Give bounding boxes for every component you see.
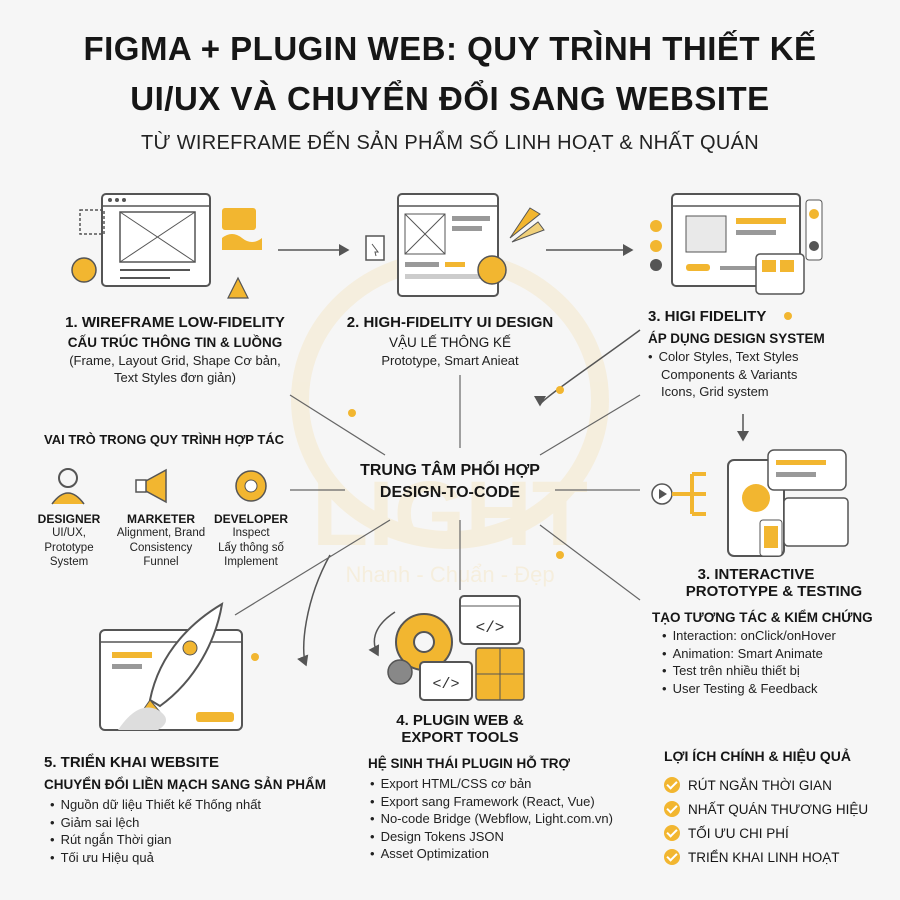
- step1-title: 1. WIREFRAME LOW-FIDELITY: [65, 314, 285, 331]
- step3b-title-line1: 3. INTERACTIVE: [697, 566, 815, 583]
- wireframe-illustration: [71, 193, 262, 299]
- role-developer-desc: Inspect: [232, 527, 270, 539]
- benefit-label: TRIỂN KHAI LINH HOẠT: [688, 849, 840, 865]
- roles-heading: VAI TRÒ TRONG QUY TRÌNH HỢP TÁC: [44, 432, 285, 447]
- page-title-line2: UI/UX VÀ CHUYỂN ĐỔI SANG WEBSITE: [130, 80, 770, 117]
- list-item: Export HTML/CSS cơ bản: [370, 775, 658, 793]
- check-icon: [664, 849, 680, 865]
- list-item: Design Tokens JSON: [370, 828, 658, 846]
- benefit-item: TỐI ƯU CHI PHÍ: [664, 822, 894, 844]
- step1-desc-line2: Text Styles đơn giản): [114, 370, 236, 385]
- role-designer-desc: System: [49, 556, 89, 568]
- step4-details: HỆ SINH THÁI PLUGIN HỖ TRỢ Export HTML/C…: [368, 756, 658, 863]
- role-designer-desc: Prototype: [44, 541, 94, 554]
- list-item: Rút ngắn Thời gian: [50, 831, 364, 849]
- step1-desc-line1: (Frame, Layout Grid, Shape Cơ bản,: [69, 353, 281, 368]
- benefit-label: NHẤT QUÁN THƯƠNG HIỆU: [688, 801, 869, 817]
- step1-subtitle: CẤU TRÚC THÔNG TIN & LUỒNG: [67, 335, 283, 350]
- benefit-label: RÚT NGẮN THỜI GIAN: [688, 777, 832, 793]
- step2-subtitle: VẬU LẾ THÔNG KẾ: [388, 335, 512, 350]
- watermark-logo: LIGHT Nhanh - Chuẩn - Đẹp: [291, 251, 609, 587]
- list-item: Giảm sai lệch: [50, 814, 364, 832]
- role-developer-desc: Lấy thông số: [218, 541, 284, 554]
- megaphone-icon: [135, 468, 167, 504]
- step5-block: 5. TRIỂN KHAI WEBSITE CHUYỂN ĐỔI LIỀN MẠ…: [44, 754, 364, 866]
- step3a-block: 3. HIGI FIDELITY ÁP DỤNG DESIGN SYSTEM C…: [648, 308, 888, 401]
- step2-block: 2. HIGH-FIDELITY UI DESIGN VẬU LẾ THÔNG …: [320, 314, 580, 369]
- step5-title: 5. TRIỂN KHAI WEBSITE: [44, 754, 220, 771]
- step2-desc: Prototype, Smart Anieat: [381, 353, 519, 368]
- benefits-heading: LỢI ÍCH CHÍNH & HIỆU QUẢ: [664, 748, 851, 764]
- step4-title-line1: 4. PLUGIN WEB &: [396, 712, 524, 729]
- svg-text:</>: </>: [476, 619, 505, 637]
- svg-text:LIGHT: LIGHT: [312, 463, 588, 565]
- step3b-title-line2: PROTOTYPE & TESTING: [685, 583, 863, 600]
- benefit-label: TỐI ƯU CHI PHÍ: [688, 825, 789, 841]
- designer-icon: [51, 468, 85, 505]
- interactive-prototype-illustration: [651, 449, 849, 557]
- list-item: Nguồn dữ liệu Thiết kế Thống nhất: [50, 796, 364, 814]
- check-icon: [664, 801, 680, 817]
- step3b-details: TẠO TƯƠNG TÁC & KIỂM CHỨNG Interaction: …: [652, 610, 898, 697]
- step4-subtitle: HỆ SINH THÁI PLUGIN HỖ TRỢ: [368, 756, 571, 771]
- svg-text:</>: </>: [432, 676, 459, 693]
- hifi-ui-illustration: [365, 193, 545, 297]
- list-item: Interaction: onClick/onHover: [662, 627, 898, 645]
- flow-arrows: [278, 244, 749, 667]
- list-item: Tối ưu Hiệu quả: [50, 849, 364, 867]
- step2-title: 2. HIGH-FIDELITY UI DESIGN: [346, 314, 554, 331]
- role-marketer: MARKETER Alignment, Brand Consistency Fu…: [108, 512, 214, 570]
- step3a-subtitle: ÁP DỤNG DESIGN SYSTEM: [648, 331, 825, 346]
- list-item: Components & Variants: [661, 366, 798, 382]
- step3b-block: 3. INTERACTIVE PROTOTYPE & TESTING: [648, 566, 898, 600]
- benefit-item: TRIỂN KHAI LINH HOẠT: [664, 846, 894, 868]
- check-icon: [664, 777, 680, 793]
- role-marketer-title: MARKETER: [127, 512, 195, 526]
- role-marketer-desc: Consistency: [129, 541, 193, 554]
- step3a-title: 3. HIGI FIDELITY: [648, 308, 767, 325]
- role-designer-title: DESIGNER: [37, 512, 101, 526]
- step4-title-line2: EXPORT TOOLS: [401, 729, 519, 746]
- list-item: User Testing & Feedback: [662, 680, 898, 698]
- role-designer: DESIGNER UI/UX, Prototype System: [28, 512, 110, 570]
- step3b-subtitle: TẠO TƯƠNG TÁC & KIỂM CHỨNG: [652, 610, 873, 625]
- benefit-item: RÚT NGẮN THỜI GIAN: [664, 774, 894, 796]
- list-item: Export sang Framework (React, Vue): [370, 793, 658, 811]
- role-developer-title: DEVELOPER: [213, 512, 288, 526]
- role-developer: DEVELOPER Inspect Lấy thông số Implement: [208, 512, 294, 570]
- benefits-block: LỢI ÍCH CHÍNH & HIỆU QUẢ RÚT NGẮN THỜI G…: [664, 748, 894, 868]
- rocket-launch-illustration: [99, 602, 243, 731]
- list-item: Test trên nhiều thiết bị: [662, 662, 898, 680]
- step4-title-block: 4. PLUGIN WEB & EXPORT TOOLS: [360, 712, 560, 746]
- page-title-line1: FIGMA + PLUGIN WEB: QUY TRÌNH THIẾT KẾ: [83, 30, 817, 67]
- step5-subtitle: CHUYỂN ĐỔI LIỀN MẠCH SANG SẢN PHẨM: [44, 777, 327, 792]
- check-icon: [664, 825, 680, 841]
- list-item: No-code Bridge (Webflow, Light.com.vn): [370, 810, 658, 828]
- role-designer-desc: UI/UX,: [52, 527, 86, 539]
- gear-icon: [235, 470, 267, 502]
- role-developer-desc: Implement: [224, 556, 278, 568]
- design-system-illustration: [650, 193, 823, 295]
- connector-lines: [234, 375, 641, 616]
- center-hub-line2: DESIGN-TO-CODE: [379, 484, 521, 501]
- center-hub-line1: TRUNG TÂM PHỐI HỢP: [360, 462, 540, 479]
- page-subtitle: TỪ WIREFRAME ĐẾN SẢN PHẨM SỐ LINH HOẠT &…: [140, 132, 760, 154]
- list-item: Animation: Smart Animate: [662, 645, 898, 663]
- list-item: Color Styles, Text Styles: [648, 348, 888, 366]
- list-item: Icons, Grid system: [661, 384, 769, 399]
- svg-text:Nhanh - Chuẩn - Đẹp: Nhanh - Chuẩn - Đẹp: [345, 562, 554, 587]
- role-marketer-desc: Alignment, Brand: [116, 527, 206, 539]
- list-item: Asset Optimization: [370, 845, 658, 863]
- center-hub: TRUNG TÂM PHỐI HỢP DESIGN-TO-CODE: [330, 460, 570, 504]
- step1-block: 1. WIREFRAME LOW-FIDELITY CẤU TRÚC THÔNG…: [30, 314, 320, 386]
- benefit-item: NHẤT QUÁN THƯƠNG HIỆU: [664, 798, 894, 820]
- plugin-tools-illustration: </> </>: [387, 595, 525, 701]
- role-marketer-desc: Funnel: [143, 556, 179, 568]
